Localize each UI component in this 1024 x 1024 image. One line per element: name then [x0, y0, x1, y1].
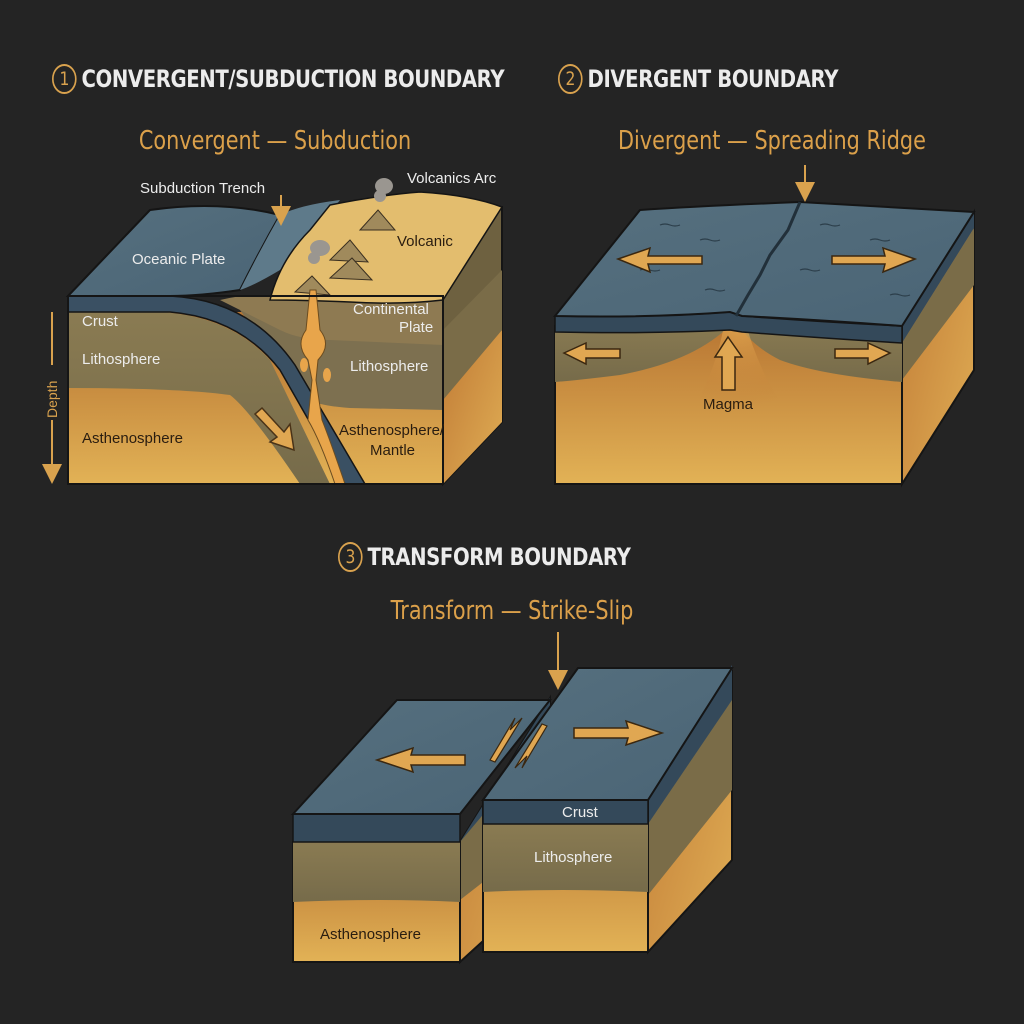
label-lithosphere-right: Lithosphere — [350, 358, 428, 375]
number-3-icon: 3 — [338, 542, 363, 572]
section-2-heading: DIVERGENT BOUNDARY — [587, 65, 839, 93]
label-subduction-trench: Subduction Trench — [140, 180, 265, 197]
section-3-heading: TRANSFORM BOUNDARY — [367, 543, 631, 571]
section-2-title: 2 DIVERGENT BOUNDARY — [558, 64, 838, 94]
transform-diagram: Crust Lithosphere Asthenosphere — [290, 632, 734, 965]
label-volcanics-arc: Volcanics Arc — [407, 170, 497, 187]
section-1-subtitle: Convergent — Subduction — [138, 126, 412, 156]
number-2-icon: 2 — [558, 64, 583, 94]
label-volcanic: Volcanic — [397, 233, 453, 250]
section-3-title: 3 TRANSFORM BOUNDARY — [338, 542, 631, 572]
label-oceanic-plate: Oceanic Plate — [132, 251, 225, 268]
convergent-diagram: Subduction Trench Volcanics Arc Volcanic… — [42, 170, 504, 487]
section-2-subtitle: Divergent — Spreading Ridge — [618, 126, 926, 156]
section-1-heading: CONVERGENT/SUBDUCTION BOUNDARY — [81, 65, 505, 93]
label-asthenosphere: Asthenosphere — [82, 430, 183, 447]
label-continental-plate-line1: Continental — [353, 301, 429, 318]
label-asthenosphere-mantle-line2: Mantle — [370, 442, 415, 459]
label-crust: Crust — [82, 313, 119, 330]
label-magma: Magma — [703, 396, 754, 413]
label-transform-lithosphere: Lithosphere — [534, 849, 612, 866]
section-1-title: 1 CONVERGENT/SUBDUCTION BOUNDARY — [52, 64, 505, 94]
label-depth: Depth — [44, 381, 60, 418]
label-transform-asthenosphere: Asthenosphere — [320, 926, 421, 943]
label-transform-crust: Crust — [562, 804, 599, 821]
label-asthenosphere-mantle-line1: Asthenosphere/ — [339, 422, 445, 439]
divergent-diagram: Magma — [552, 165, 976, 488]
section-3-subtitle: Transform — Strike-Slip — [390, 596, 634, 626]
label-lithosphere-left: Lithosphere — [82, 351, 160, 368]
label-continental-plate-line2: Plate — [399, 319, 433, 336]
number-1-icon: 1 — [52, 64, 77, 94]
